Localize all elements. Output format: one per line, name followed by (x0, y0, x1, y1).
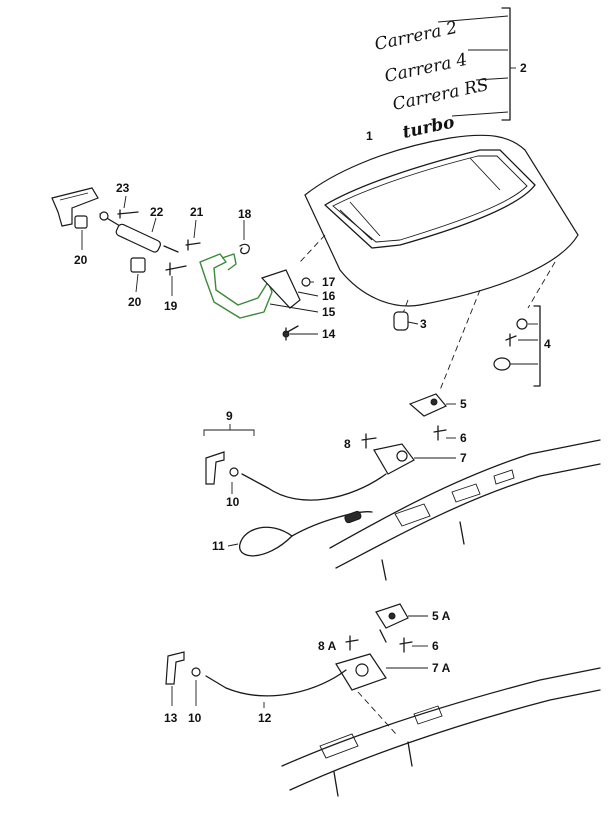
callouts: 1 2 3 4 5 5 A 6 6 7 7 A 8 8 A 9 10 10 11… (74, 61, 551, 725)
callout-20: 20 (74, 253, 88, 267)
callout-6: 6 (460, 431, 467, 445)
callout-16: 16 (322, 289, 336, 303)
badge-carrera-2: Carrera 2 (373, 18, 459, 55)
callout-20-b: 20 (128, 295, 142, 309)
callout-7a: 7 A (432, 661, 451, 675)
hinge-assembly (51, 187, 319, 341)
lock-assembly-a (165, 603, 601, 797)
callout-2: 2 (520, 61, 527, 75)
callout-8a: 8 A (318, 639, 337, 653)
callout-18: 18 (238, 207, 252, 221)
engine-lid (299, 134, 579, 391)
callout-13: 13 (164, 711, 178, 725)
callout-3: 3 (420, 317, 427, 331)
callout-9: 9 (226, 409, 233, 423)
lock-assembly (203, 393, 601, 581)
callout-5a: 5 A (432, 609, 451, 623)
callout-4: 4 (544, 337, 551, 351)
callout-23: 23 (116, 181, 130, 195)
callout-5: 5 (460, 397, 467, 411)
callout-14: 14 (322, 327, 336, 341)
callout-21: 21 (190, 205, 204, 219)
callout-19: 19 (164, 299, 178, 313)
callout-6-a: 6 (432, 639, 439, 653)
callout-12: 12 (258, 711, 272, 725)
callout-10: 10 (226, 495, 240, 509)
badge-group: Carrera 2 Carrera 4 Carrera RS turbo (373, 7, 516, 143)
callout-8: 8 (344, 437, 351, 451)
callout-7: 7 (460, 451, 467, 465)
callout-17: 17 (322, 275, 336, 289)
callout-11: 11 (212, 539, 225, 553)
callout-22: 22 (150, 205, 164, 219)
callout-15: 15 (322, 305, 336, 319)
callout-10-a: 10 (188, 711, 202, 725)
callout-1: 1 (366, 129, 373, 143)
lid-hardware-right (393, 305, 541, 387)
